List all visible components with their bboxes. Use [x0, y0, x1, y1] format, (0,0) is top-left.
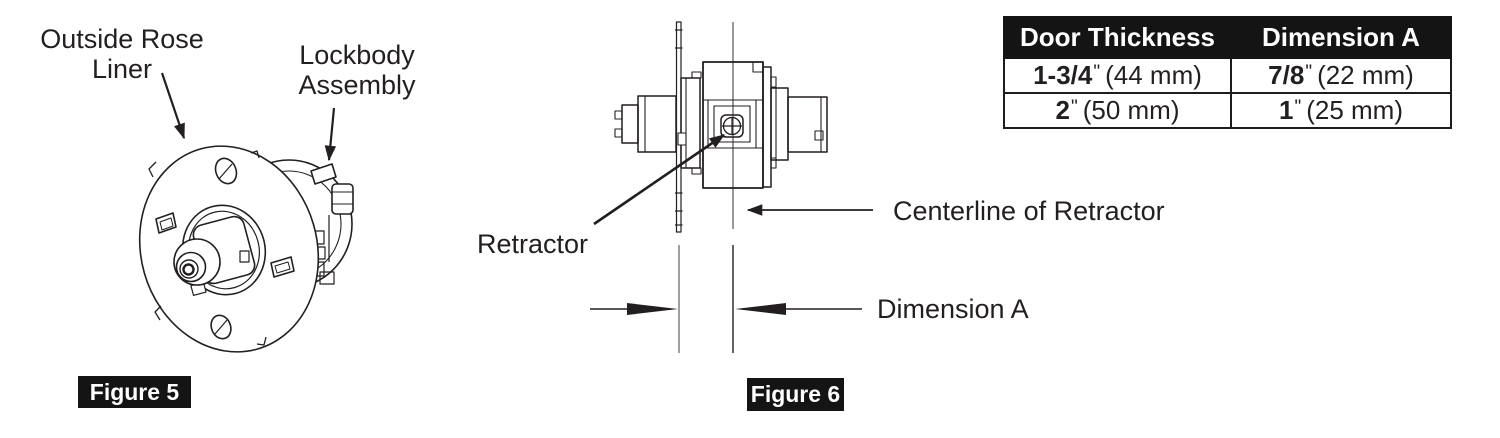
cell-door-thickness-1: 1-3/4"(44 mm) [1003, 57, 1232, 94]
table-header-row: Door Thickness Dimension A [1003, 16, 1452, 59]
door-metric: (50 mm) [1082, 95, 1180, 125]
figure5-badge: Figure 5 [78, 376, 191, 408]
door-thickness-table: Door Thickness Dimension A 1-3/4"(44 mm)… [1003, 16, 1452, 129]
label-lockbody-line1: Lockbody [299, 40, 415, 70]
label-outside-rose-liner-line2: Liner [91, 54, 153, 84]
header-dimension-a: Dimension A [1230, 16, 1452, 59]
label-lockbody-assembly: Lockbody Assembly [293, 40, 421, 100]
rose-liner-leader-arrow [160, 72, 186, 140]
label-retractor: Retractor [477, 229, 589, 259]
dim-metric: (22 mm) [1317, 60, 1414, 90]
inch-mark: " [1294, 97, 1302, 118]
left-knob-shape [614, 95, 677, 153]
right-knob-shape [762, 66, 828, 188]
inch-mark: " [1070, 97, 1078, 118]
cell-dimension-a-1: 7/8"(22 mm) [1230, 57, 1452, 94]
inch-mark: " [1093, 62, 1101, 83]
spindle-hub-shape [173, 215, 256, 296]
door-metric: (44 mm) [1105, 60, 1202, 90]
retractor-shape [720, 114, 744, 138]
dim-metric: (25 mm) [1306, 95, 1403, 125]
figure5-illustration [138, 72, 354, 353]
cell-dimension-a-2: 1"(25 mm) [1230, 92, 1452, 129]
door-value: 1-3/4 [1033, 60, 1093, 90]
figure6-badge: Figure 6 [747, 378, 844, 411]
dim-value: 7/8 [1268, 60, 1305, 90]
table-row: 2"(50 mm) 1"(25 mm) [1003, 92, 1452, 129]
figure6-illustration [590, 21, 873, 353]
retractor-leader-arrow [593, 133, 726, 226]
inch-mark: " [1305, 62, 1313, 83]
lockbody-leader-arrow [324, 107, 337, 162]
dimension-a-callout [590, 245, 862, 353]
label-dimension-a: Dimension A [877, 294, 1029, 324]
label-outside-rose-liner: Outside Rose Liner [38, 24, 206, 84]
header-door-thickness: Door Thickness [1003, 16, 1232, 59]
outside-rose-section-shape [677, 71, 702, 175]
door-value: 2 [1055, 95, 1070, 125]
table-row: 1-3/4"(44 mm) 7/8"(22 mm) [1003, 57, 1452, 94]
lockbody-section-shape [702, 61, 764, 189]
label-outside-rose-liner-line1: Outside Rose [40, 24, 204, 54]
label-centerline-of-retractor: Centerline of Retractor [893, 196, 1165, 226]
label-lockbody-line2: Assembly [298, 70, 416, 100]
cell-door-thickness-2: 2"(50 mm) [1003, 92, 1232, 129]
dim-value: 1 [1279, 95, 1294, 125]
figure5-leader-arrows [160, 72, 337, 162]
